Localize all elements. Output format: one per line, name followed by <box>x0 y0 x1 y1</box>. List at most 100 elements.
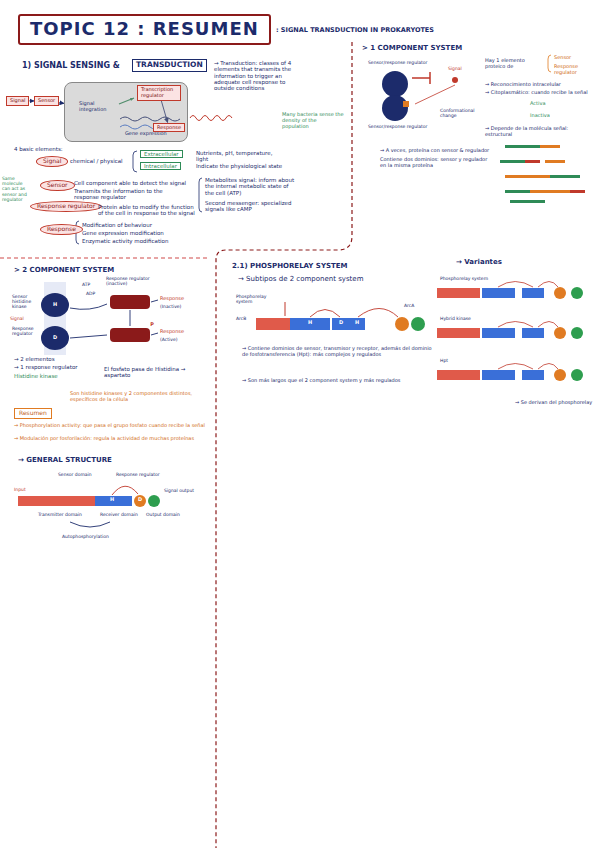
note-text: H <box>51 302 59 308</box>
note-text: Cell component able to detect the signal <box>74 180 189 186</box>
note-text: Protein able to modify the function of t… <box>98 204 198 217</box>
histidine-kinase <box>41 326 69 350</box>
element-oval: Response <box>40 224 83 235</box>
note-text: Phosphorelay system <box>236 294 280 304</box>
bracket <box>199 178 202 212</box>
note-text: Response <box>160 296 194 302</box>
node-text: Response regulator <box>37 203 95 210</box>
node-text: Sensor <box>47 182 68 189</box>
note-text: Histidine kinase <box>14 373 84 379</box>
note-text: → 2 elementos <box>14 356 94 362</box>
response-wave <box>190 116 232 121</box>
note-text: → Transduction: classes of 4 elements th… <box>214 60 294 92</box>
signal-dot <box>452 77 458 83</box>
node-text: Response <box>157 125 181 131</box>
note-text: Response regulator <box>12 326 40 336</box>
note-text: Phosphorelay system <box>440 276 510 281</box>
note-text: Hay 1 elemento proteico de <box>485 58 545 70</box>
note-text: chemical / physical <box>70 158 128 164</box>
note-text: Signal <box>448 66 472 71</box>
node-text: Signal <box>10 98 25 104</box>
note-text: Indicate the physiological state <box>196 163 286 169</box>
note-text: ArcA <box>404 303 424 308</box>
cell-shape: Signal integrationGene expressionTranscr… <box>64 82 188 142</box>
domain-bar <box>290 318 330 330</box>
note-text: 1) SIGNAL SENSING & <box>22 61 130 70</box>
note-text: Hpt <box>440 358 510 363</box>
note-text: Gene expression modification <box>82 230 192 236</box>
note-text: Response regulator <box>116 472 176 477</box>
note-text: → Se derivan del phosphorelay <box>515 400 595 406</box>
note-text: Input <box>14 487 36 492</box>
note-text: ATP <box>82 282 102 287</box>
note-text: Response regulator (inactive) <box>106 276 166 286</box>
summary-box: Resumen <box>14 408 52 419</box>
note-text: (Active) <box>160 337 194 342</box>
protein-circle <box>382 71 408 97</box>
node-text: Sensor <box>38 98 55 104</box>
sensor-box: Sensor <box>34 96 59 106</box>
note-text: Hybrid kinase <box>440 316 510 321</box>
note-text: H <box>306 320 314 326</box>
domain-circle <box>134 495 146 507</box>
response-regulator-shape <box>110 295 150 309</box>
note-text: Many bacteria sense the density of the p… <box>282 112 344 129</box>
category-box: Extracellular <box>140 150 183 158</box>
note-text: Contiene dos dominios: sensor y regulado… <box>380 157 492 169</box>
protein-circle <box>382 95 408 121</box>
note-text: → Contiene dominios de sensor, transmiso… <box>242 346 437 358</box>
section-border <box>216 42 352 848</box>
node-text: Intracellular <box>144 163 177 169</box>
bracket <box>548 55 551 72</box>
signal-box: Signal <box>6 96 29 106</box>
arrow-line <box>70 300 158 338</box>
note-text: → GENERAL STRUCTURE <box>18 456 138 464</box>
domain-circle <box>395 317 409 331</box>
note-text: Same molecule can act as sensor and regu… <box>2 176 28 202</box>
node-text: Resumen <box>19 410 47 417</box>
note-text: → Modulación por fosforilación: regula l… <box>14 436 209 442</box>
note-text: Transmits the information to the respons… <box>74 188 189 201</box>
note-text: H <box>108 497 116 503</box>
node-text: TRANSDUCTION <box>136 61 203 70</box>
note-text: → 1 response regulator <box>14 364 99 370</box>
note-text: Activa <box>530 101 560 107</box>
note-text: Sensor/response regulator <box>368 60 428 65</box>
node-text: Response <box>47 226 76 233</box>
note-text: D <box>136 497 144 503</box>
domain-bar <box>256 318 290 330</box>
note-text: Enzymatic activity modification <box>82 238 192 244</box>
category-box: Intracellular <box>140 162 181 170</box>
note-text: → Citoplasmático: cuando recibe la señal <box>485 90 595 96</box>
response-box: Response <box>153 123 185 133</box>
note-text: Output domain <box>146 512 191 517</box>
loop-arrow <box>70 522 110 527</box>
note-text: Transmitter domain <box>38 512 98 517</box>
note-text: Metabolites signal: inform about the int… <box>205 177 297 196</box>
note-text: P <box>148 322 156 328</box>
element-oval: Response regulator <box>30 201 102 212</box>
node-text: Signal integration <box>79 101 119 113</box>
note-text: Inactiva <box>530 113 560 119</box>
note-text: Conformational change <box>440 108 480 118</box>
domain-bars <box>500 145 585 203</box>
histidine-kinase <box>41 293 69 317</box>
note-text: Autophosphorylation <box>62 534 132 539</box>
keyword-box: TRANSDUCTION <box>132 59 207 72</box>
phospho-arc <box>310 309 398 318</box>
node-text: Transcription regulator <box>141 87 177 99</box>
note-text: 4 basic elements: <box>14 146 84 152</box>
note-text: Sensor histidine kinase <box>12 294 40 310</box>
node-text: Signal <box>43 158 61 165</box>
note-text: Modification of behaviour <box>82 222 192 228</box>
bound-signal <box>403 101 409 107</box>
note-text: → Son más largos que el 2 component syst… <box>242 378 437 384</box>
note-text: H <box>353 320 361 326</box>
domain-circle <box>148 495 160 507</box>
bracket <box>133 151 137 172</box>
domain-bar <box>95 496 132 506</box>
note-text: Signal output <box>164 488 209 493</box>
note-text: Sensor domain <box>58 472 108 477</box>
note-text: (Inactive) <box>160 304 194 309</box>
